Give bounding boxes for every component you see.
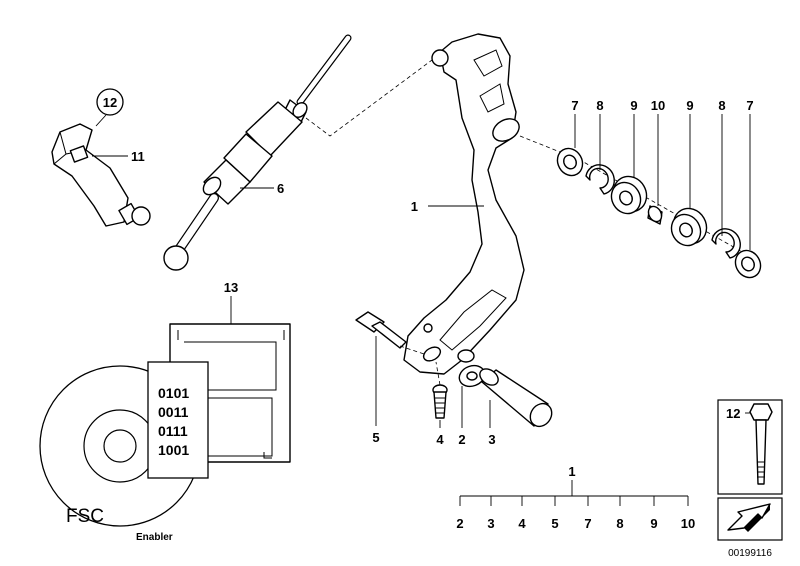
shift-lever-part-1 <box>403 33 525 375</box>
bearing-part-9-left <box>610 175 648 215</box>
callout-5: 5 <box>372 430 379 445</box>
callout-2: 2 <box>458 432 465 447</box>
callout-12-detail: 12 <box>726 406 740 421</box>
sleeve-part-10 <box>647 205 663 225</box>
disc-label: FSC <box>66 506 104 527</box>
screw-part-5 <box>355 311 407 349</box>
set-legend-item: 3 <box>487 516 494 531</box>
callout-12: 12 <box>103 95 117 110</box>
footpeg-part-3 <box>479 368 553 428</box>
callout-4: 4 <box>436 432 444 447</box>
binary-line-2: 0011 <box>158 404 189 420</box>
callout-3: 3 <box>488 432 495 447</box>
callout-circle-12 <box>96 88 124 116</box>
diagram-number: 00199116 <box>728 548 772 559</box>
bearing-part-9-right <box>670 207 708 247</box>
callout-8-right: 8 <box>718 98 725 113</box>
washer-part-7-right <box>734 249 762 279</box>
set-legend-item: 9 <box>650 516 657 531</box>
set-legend-item: 5 <box>551 516 558 531</box>
set-legend-item: 8 <box>616 516 623 531</box>
callout-13: 13 <box>224 280 238 295</box>
shift-rod-part-6 <box>163 34 352 271</box>
circlip-part-8-right <box>711 228 741 259</box>
disc-sublabel: Enabler <box>136 532 173 543</box>
callout-8-left: 8 <box>596 98 603 113</box>
set-legend-parent: 1 <box>568 464 575 479</box>
callout-7-right: 7 <box>746 98 753 113</box>
binary-line-4: 1001 <box>158 442 189 458</box>
set-legend-item: 7 <box>584 516 591 531</box>
set-legend-item: 10 <box>681 516 695 531</box>
callout-9-left: 9 <box>630 98 637 113</box>
software-part-13: 0101 0011 0111 1001 FSC Enabler <box>39 323 291 543</box>
bolt-part-4 <box>432 384 448 419</box>
binary-line-1: 0101 <box>158 385 189 401</box>
callout-11: 11 <box>131 149 145 164</box>
clamp-part-11 <box>51 123 151 227</box>
bushing-part-2 <box>457 349 486 388</box>
callout-6: 6 <box>277 181 284 196</box>
washer-part-7-left <box>556 147 584 177</box>
bolt-detail-box: 12 00199116 <box>717 399 783 559</box>
binary-line-3: 0111 <box>158 423 188 439</box>
callout-7-left: 7 <box>571 98 578 113</box>
set-legend-item: 4 <box>518 516 526 531</box>
set-legend-item: 2 <box>456 516 463 531</box>
callout-9-right: 9 <box>686 98 693 113</box>
callout-10: 10 <box>651 98 665 113</box>
callout-1: 1 <box>411 199 418 214</box>
set-legend: 1 2 3 4 5 7 8 9 10 <box>456 464 695 531</box>
